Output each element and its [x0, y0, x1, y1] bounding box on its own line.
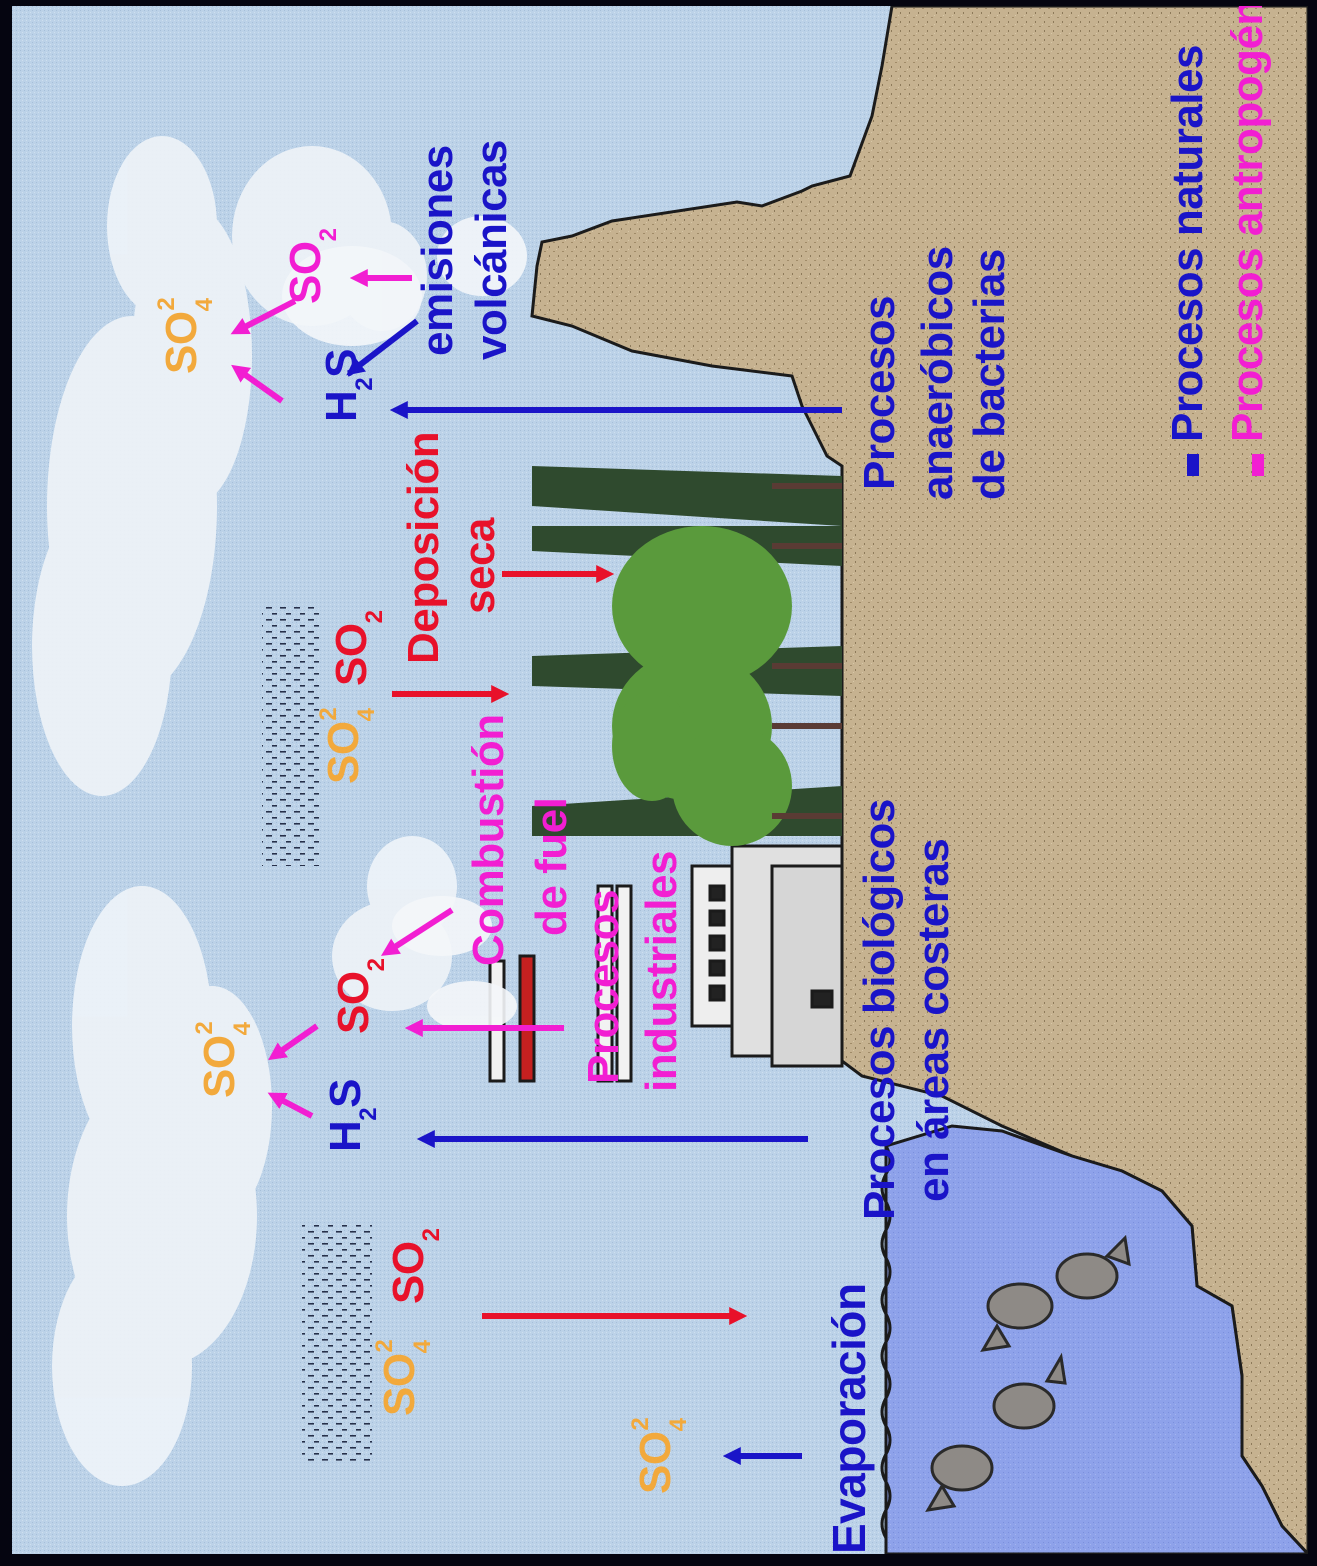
label-anaerobicos-1: Procesos: [858, 296, 902, 490]
label-deposicion-1: Deposición: [402, 432, 446, 664]
label-bio-costeras-1: Procesos biológicos: [858, 799, 902, 1220]
chem-so4-middle: SO42: [322, 708, 373, 784]
chem-so4-right: SO42: [160, 298, 211, 374]
so4-sup: 2: [371, 1340, 398, 1353]
legend-antropogenic-label: Procesos antropogénicos: [1226, 6, 1270, 442]
so2-base: SO: [384, 1241, 433, 1304]
chem-so2-middle: SO2: [330, 611, 381, 686]
so4-sup: 2: [153, 298, 180, 311]
so4-sub: 4: [191, 299, 218, 312]
h2s-s: S: [321, 1079, 370, 1108]
h2s-sub: 2: [351, 378, 378, 391]
so2-base: SO: [281, 241, 330, 304]
legend-natural-label: Procesos naturales: [1166, 45, 1210, 442]
label-bio-costeras-2: en áreas costeras: [912, 839, 956, 1202]
label-combustion-1: Combustión: [467, 714, 511, 966]
label-anaerobicos-3: de bacterias: [968, 249, 1012, 500]
so2-base: SO: [329, 971, 378, 1034]
label-evaporacion: Evaporación: [826, 1283, 872, 1554]
so4-base: SO: [195, 1035, 244, 1098]
h2s-sub: 2: [355, 1108, 382, 1121]
chem-so2-left: SO2: [332, 959, 383, 1034]
so4-sub: 4: [353, 709, 380, 722]
label-layer: Evaporación SO42 SO42 SO2 Procesos bioló…: [12, 6, 1308, 1554]
so2-base: SO: [327, 623, 376, 686]
so4-base: SO: [375, 1353, 424, 1416]
chem-so4-left: SO42: [198, 1022, 249, 1098]
chem-so4-evaporation: SO42: [634, 1418, 685, 1494]
label-procesos-industriales-1: Procesos: [582, 890, 626, 1084]
so4-base: SO: [319, 721, 368, 784]
h2s-s: S: [317, 349, 366, 378]
so2-sub: 2: [361, 611, 388, 624]
so2-sub: 2: [363, 959, 390, 972]
so4-base: SO: [631, 1431, 680, 1494]
label-procesos-industriales-2: industriales: [640, 851, 684, 1092]
chem-so2-cloud-left: SO2: [387, 1229, 438, 1304]
h2s-h: H: [321, 1121, 370, 1152]
so2-sub: 2: [418, 1229, 445, 1242]
label-deposicion-2: seca: [458, 518, 502, 614]
chem-so2-volcanic: SO2: [284, 229, 335, 304]
so4-sup: 2: [627, 1418, 654, 1431]
so2-sub: 2: [315, 229, 342, 242]
label-volcanicas-2: volcánicas: [470, 140, 514, 360]
so4-sup: 2: [315, 708, 342, 721]
label-combustion-2: de fuel: [530, 798, 574, 936]
so4-base: SO: [157, 311, 206, 374]
chem-so4-cloud-left: SO42: [378, 1340, 429, 1416]
sulfur-cycle-diagram: Evaporación SO42 SO42 SO2 Procesos bioló…: [12, 6, 1308, 1554]
h2s-h: H: [317, 391, 366, 422]
chem-h2s-left: H2S: [324, 1079, 375, 1152]
so4-sub: 4: [665, 1419, 692, 1432]
so4-sup: 2: [191, 1022, 218, 1035]
so4-sub: 4: [229, 1023, 256, 1036]
so4-sub: 4: [409, 1341, 436, 1354]
label-anaerobicos-2: anaeróbicos: [916, 246, 960, 500]
chem-h2s-right: H2S: [320, 349, 371, 422]
label-volcanicas-1: emisiones: [416, 145, 460, 356]
